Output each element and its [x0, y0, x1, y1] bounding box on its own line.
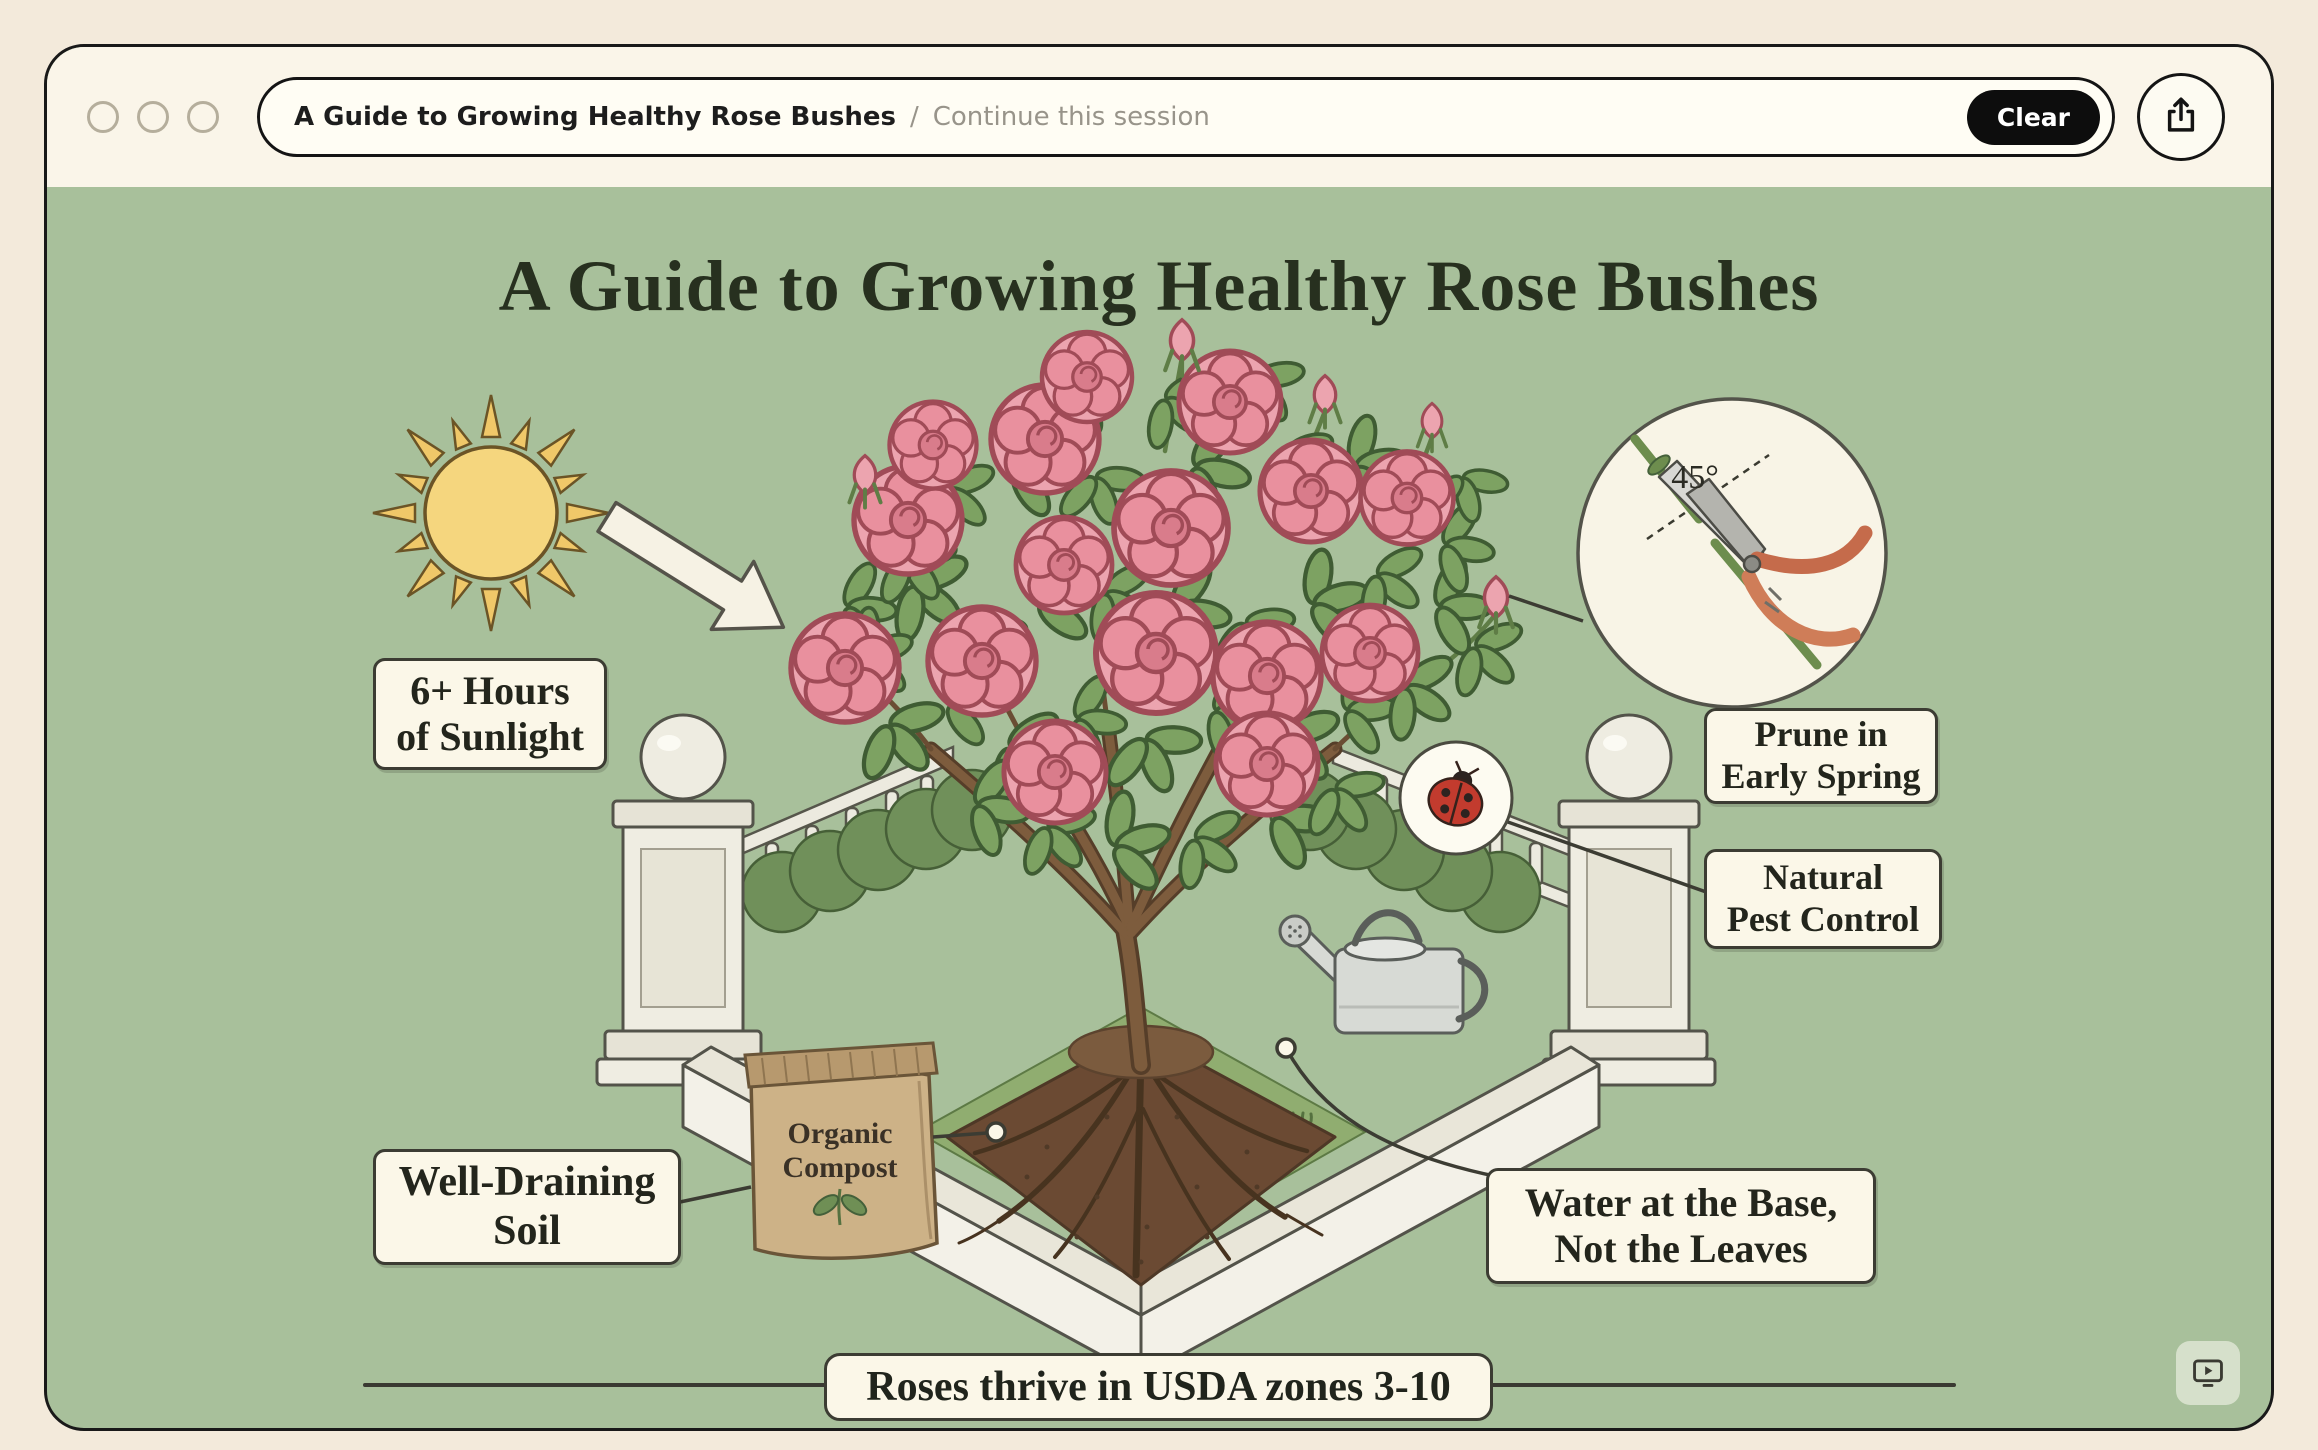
clear-button[interactable]: Clear	[1966, 89, 2100, 145]
compost-bag-icon: Organic Compost	[743, 1041, 939, 1260]
prune-label-line1: Prune in	[1754, 714, 1888, 755]
zones-banner-text: Roses thrive in USDA zones 3-10	[866, 1364, 1451, 1410]
connector-dot-soil	[985, 1121, 1007, 1143]
pest-label: Natural Pest Control	[1704, 849, 1942, 949]
zones-banner: Roses thrive in USDA zones 3-10	[824, 1353, 1493, 1421]
session-bar[interactable]: A Guide to Growing Healthy Rose Bushes /…	[257, 77, 2115, 157]
app-window: A Guide to Growing Healthy Rose Bushes /…	[44, 44, 2274, 1431]
prune-angle-label: 45°	[1671, 459, 1719, 496]
sunlight-label-line2: of Sunlight	[396, 714, 584, 759]
top-bar: A Guide to Growing Healthy Rose Bushes /…	[47, 47, 2271, 187]
pest-label-line1: Natural	[1763, 857, 1883, 898]
compost-label-line1: Organic	[788, 1117, 893, 1150]
pillar-left	[595, 713, 771, 1087]
pillar-right	[1541, 713, 1717, 1087]
soil-label-line1: Well-Draining	[398, 1159, 656, 1206]
window-dot-3[interactable]	[187, 101, 219, 133]
hedge-left	[740, 768, 1014, 934]
sunlight-label: 6+ Hours of Sunlight	[373, 658, 607, 770]
ladybug-badge	[1398, 740, 1514, 856]
water-label-line1: Water at the Base,	[1524, 1179, 1838, 1225]
page-title: A Guide to Growing Healthy Rose Bushes	[498, 246, 1820, 326]
connector-lines	[679, 594, 1710, 1204]
share-icon	[2160, 94, 2202, 140]
pruning-shears-icon	[1657, 459, 1873, 647]
share-button[interactable]	[2137, 73, 2225, 161]
window-dot-2[interactable]	[137, 101, 169, 133]
connector-dot-water	[1275, 1037, 1297, 1059]
prune-label-line2: Early Spring	[1721, 756, 1921, 796]
prune-label: Prune in Early Spring	[1704, 708, 1938, 804]
screen-play-icon	[2189, 1353, 2227, 1394]
session-subtitle[interactable]: Continue this session	[932, 102, 1210, 132]
pruning-inset: 45°	[1576, 397, 1888, 709]
watering-can-icon	[1278, 909, 1489, 1035]
water-label-line2: Not the Leaves	[1554, 1226, 1808, 1271]
roots	[957, 1048, 1324, 1279]
water-label: Water at the Base, Not the Leaves	[1486, 1168, 1876, 1284]
session-title: A Guide to Growing Healthy Rose Bushes	[294, 102, 896, 132]
soil-label: Well-Draining Soil	[373, 1149, 681, 1265]
sun-icon	[371, 393, 611, 633]
sunlight-arrow-icon	[596, 500, 786, 632]
angle-guide-line	[1646, 453, 1770, 541]
soil-label-line2: Soil	[493, 1208, 561, 1254]
window-dot-1[interactable]	[87, 101, 119, 133]
compost-label-line2: Compost	[782, 1151, 897, 1184]
sunlight-label-line1: 6+ Hours	[410, 667, 570, 713]
present-button[interactable]	[2176, 1341, 2240, 1405]
soil-speckles	[1024, 1114, 1260, 1265]
session-separator: /	[909, 102, 919, 132]
window-dots	[87, 101, 219, 133]
pest-label-line2: Pest Control	[1726, 899, 1920, 939]
